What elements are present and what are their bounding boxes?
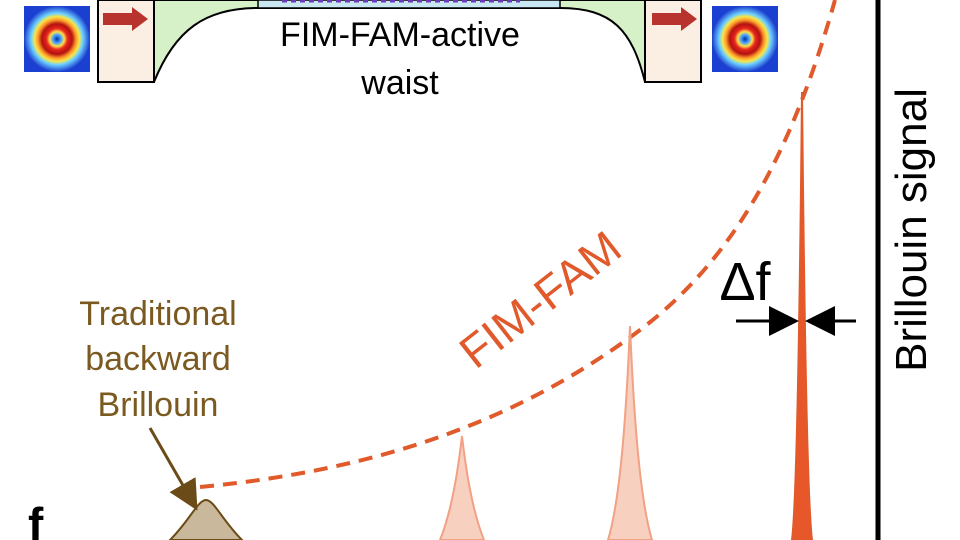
right-arrow-icon [103,7,148,31]
traditional-label-line3: Brillouin [98,386,219,424]
linewidth-label: Δf [719,252,771,312]
panel-letter: f [28,498,44,540]
right-fiber-section [644,0,702,83]
waist-label-line2: waist [360,64,439,102]
fim-fam-curve-label: FIM-FAM [450,221,631,378]
left-fiber-section [97,0,155,83]
ring-mode-profile-icon [24,6,90,72]
traditional-brillouin-peak [168,498,244,540]
fim-fam-peak-2 [606,325,654,540]
fim-fam-trend-curve [199,0,837,489]
ring-mode-profile-icon [712,6,778,72]
fim-fam-peak-3 [790,91,814,540]
fim-fam-peak-1 [438,435,486,540]
traditional-label-line2: backward [85,340,231,378]
traditional-label-line1: Traditional [79,295,236,333]
waist-core [257,0,561,9]
y-axis-label: Brillouin signal [887,88,936,372]
waist-label-line1: FIM-FAM-active [280,16,520,54]
traditional-pointer-arrow [148,427,198,511]
right-arrow-icon [652,7,697,31]
